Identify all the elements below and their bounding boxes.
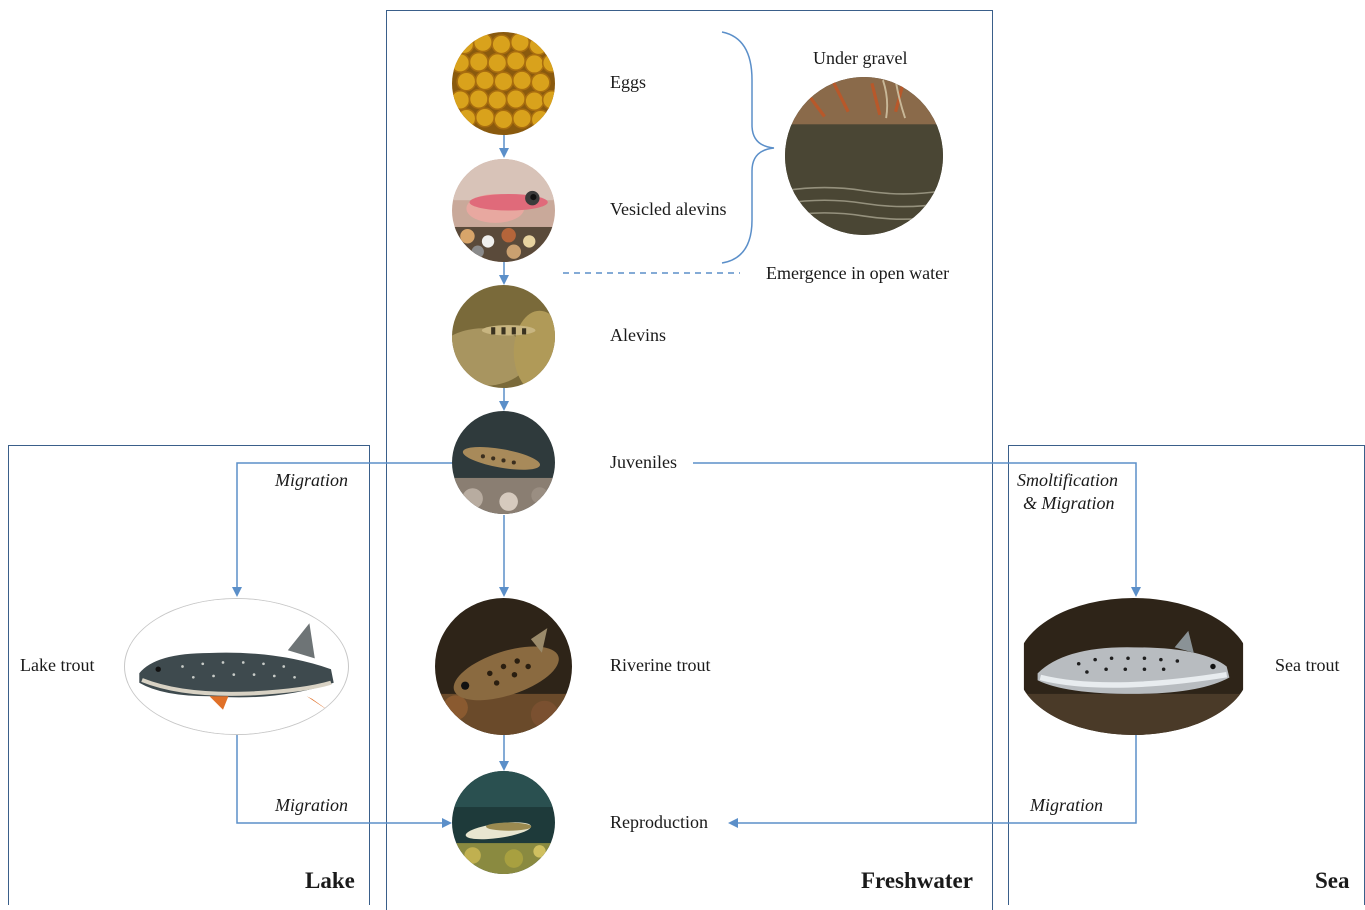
freshwater-zone [386,10,993,910]
label-lake-migration-out: Migration [275,470,349,490]
label-smoltification: Smoltification [1017,470,1118,490]
label-under-gravel: Under gravel [813,48,908,68]
label-sea-trout: Sea trout [1275,655,1340,675]
zone-title-freshwater: Freshwater [861,868,973,893]
eggs-photo [452,32,555,135]
zone-title-lake: Lake [305,868,355,893]
lake-zone [8,445,370,905]
label-emergence: Emergence in open water [766,263,950,283]
label-riverine-trout: Riverine trout [610,655,711,675]
sea-trout-photo [1017,598,1250,735]
label-juveniles: Juveniles [610,452,677,472]
label-sea-migration-back: Migration [1030,795,1104,815]
juveniles-photo [452,411,555,514]
label-sea-migration-out: & Migration [1023,493,1115,513]
lake-trout-photo [124,598,349,735]
label-lake-migration-back: Migration [275,795,349,815]
alevins-photo [452,285,555,388]
label-reproduction: Reproduction [610,812,708,832]
label-eggs: Eggs [610,72,646,92]
under-gravel-photo [785,77,943,235]
label-vesicled-alevins: Vesicled alevins [610,199,727,219]
zone-title-sea: Sea [1315,868,1350,893]
label-lake-trout: Lake trout [20,655,95,675]
label-alevins: Alevins [610,325,666,345]
vesicled-alevins-photo [452,159,555,262]
reproduction-photo [452,771,555,874]
riverine-trout-photo [435,598,572,735]
